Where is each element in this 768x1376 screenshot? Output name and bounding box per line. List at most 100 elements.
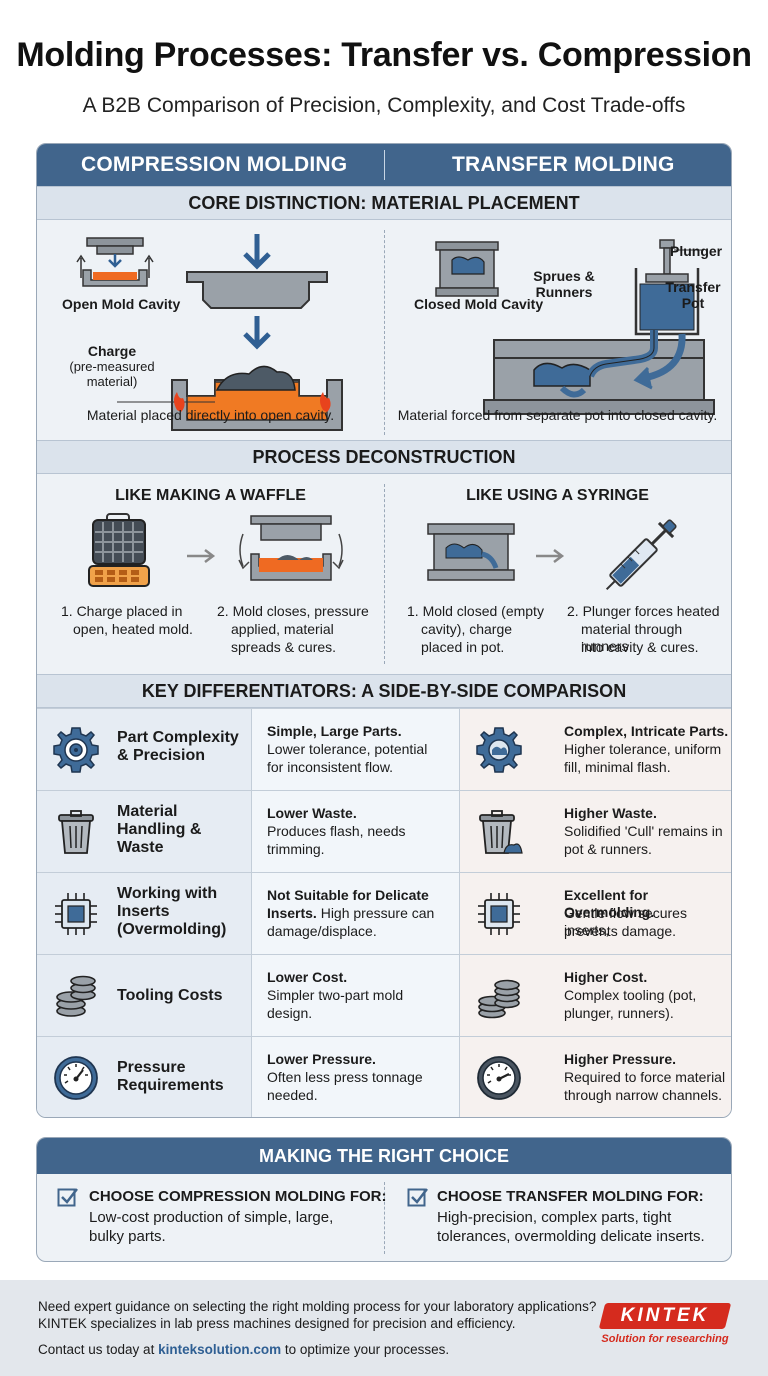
transfer-pot-label-line2: Pot xyxy=(681,295,705,311)
waffle-iron-icon xyxy=(88,513,150,587)
closed-mold-cavity-label: Closed Mold Cavity xyxy=(414,296,544,312)
checkbox-check-icon xyxy=(57,1188,78,1207)
sprues-label-line1: Sprues & xyxy=(533,268,595,284)
page-subtitle: A B2B Comparison of Precision, Complexit… xyxy=(82,94,686,117)
transfer-point-line1: Higher tolerance, uniform xyxy=(564,741,722,757)
website-link[interactable]: kinteksolution.com xyxy=(158,1342,282,1357)
row-label-line1: Material xyxy=(117,803,178,820)
syringe-illustration xyxy=(427,519,677,591)
syringe-step2-line3: into cavity & cures. xyxy=(581,639,699,655)
charge-label: Charge xyxy=(87,343,137,359)
compression-point-line2: needed. xyxy=(267,1087,318,1103)
compression-point-line2: design. xyxy=(267,1005,313,1021)
syringe-step2-line1: 2. Plunger forces heated xyxy=(567,603,720,619)
transfer-point-head: Higher Waste. xyxy=(564,805,657,821)
compression-mold-illustration xyxy=(76,234,343,431)
transfer-point-head: Complex, Intricate Parts. xyxy=(564,723,729,739)
column-label-compression: COMPRESSION MOLDING xyxy=(81,153,348,176)
transfer-point-line1: Solidified 'Cull' remains in xyxy=(564,823,723,839)
full-trash-bin-icon xyxy=(479,810,523,854)
compression-point-head: Lower Waste. xyxy=(267,805,357,821)
transfer-core-caption: Material forced from separate pot into c… xyxy=(397,407,718,423)
page-title: Molding Processes: Transfer vs. Compress… xyxy=(16,36,752,74)
transfer-point-head: Higher Cost. xyxy=(564,969,648,985)
row-label-line3: Waste xyxy=(117,839,164,856)
trash-bin-icon xyxy=(58,810,94,854)
contact-prefix: Contact us today at xyxy=(38,1342,159,1357)
compression-choice-head: CHOOSE COMPRESSION MOLDING FOR: xyxy=(89,1188,387,1205)
waffle-step1-line1: 1. Charge placed in xyxy=(61,603,183,619)
compression-point-head: Lower Pressure. xyxy=(267,1051,376,1067)
logo-tagline: Solution for researching xyxy=(601,1333,729,1345)
compression-point-line1: Simpler two-part mold xyxy=(267,987,404,1003)
compression-core-caption: Material placed directly into open cavit… xyxy=(86,407,335,423)
column-label-transfer: TRANSFER MOLDING xyxy=(452,153,675,176)
row-label-line3: (Overmolding) xyxy=(117,921,227,938)
syringe-icon xyxy=(605,519,677,591)
column-header: COMPRESSION MOLDING TRANSFER MOLDING xyxy=(37,144,731,186)
compression-point-head-cont: Inserts. xyxy=(267,905,317,921)
pressure-gauge-icon xyxy=(54,1056,98,1100)
process-section-title: PROCESS DECONSTRUCTION xyxy=(37,440,731,474)
coin-stack-icon xyxy=(478,979,520,1019)
transfer-point-line2: fill, minimal flash. xyxy=(564,759,671,775)
transfer-mold-illustration xyxy=(435,239,715,415)
core-section-title: CORE DISTINCTION: MATERIAL PLACEMENT xyxy=(37,186,731,220)
pressure-gauge-icon xyxy=(477,1056,521,1100)
waffle-illustration xyxy=(88,513,344,587)
closed-mold-icon xyxy=(435,241,499,297)
transfer-choice-head: CHOOSE TRANSFER MOLDING FOR: xyxy=(437,1188,704,1205)
compression-point-line1-text: High pressure can xyxy=(320,905,435,921)
chip-icon xyxy=(55,893,97,935)
transfer-point-head: Higher Pressure. xyxy=(564,1051,677,1067)
compression-point-line1: Often less press tonnage xyxy=(267,1069,423,1085)
row-label-line1: Part Complexity xyxy=(117,729,239,746)
choice-title: MAKING THE RIGHT CHOICE xyxy=(37,1138,731,1174)
open-mold-icon xyxy=(76,237,154,287)
row-label-line1: Pressure xyxy=(117,1059,186,1076)
compression-point-line2: for inconsistent flow. xyxy=(267,759,394,775)
transfer-point-line2: prevents damage. xyxy=(564,923,677,939)
chip-icon xyxy=(478,893,520,935)
transfer-choice-line1: High-precision, complex parts, tight xyxy=(437,1209,672,1226)
footer-line1: Need expert guidance on selecting the ri… xyxy=(38,1299,597,1314)
gear-icon xyxy=(476,727,522,773)
logo-text: KINTEK xyxy=(620,1305,710,1326)
compression-point-line1: Inserts. High pressure can xyxy=(267,905,434,922)
compression-point-line1: Produces flash, needs xyxy=(267,823,406,839)
compression-point-head: Not Suitable for Delicate xyxy=(267,887,429,903)
transfer-point-line1: Gentle flow secures inserts, xyxy=(564,905,687,938)
waffle-step1-line2: open, heated mold. xyxy=(73,621,193,637)
syringe-step2-line2: material through runners xyxy=(581,621,683,654)
waffle-step2-line3: spreads & cures. xyxy=(231,639,337,655)
plunger-label: Plunger xyxy=(670,243,723,259)
diff-row-inserts: Working with Inserts (Overmolding) Not S… xyxy=(37,872,731,954)
syringe-step1-line2: cavity), charge xyxy=(421,621,513,637)
row-label-line2: Requirements xyxy=(117,1077,224,1094)
row-label-line1: Tooling Costs xyxy=(117,987,223,1004)
diff-row-pressure: Pressure Requirements Lower Pressure. Of… xyxy=(37,1036,731,1117)
row-label-line2: Handling & xyxy=(117,821,202,838)
transfer-point-head: Excellent for Overmolding. xyxy=(564,887,655,920)
diff-row-complexity: Part Complexity & Precision Simple, Larg… xyxy=(37,708,731,790)
transfer-choice-line2: tolerances, overmolding delicate inserts… xyxy=(437,1228,705,1245)
gear-target-icon xyxy=(53,727,99,773)
transfer-point-line1: Required to force material xyxy=(564,1069,726,1085)
kintek-logo: KINTEK Solution for researching xyxy=(580,1303,732,1351)
waffle-step2-line2: applied, material xyxy=(231,621,334,637)
footer-contact: Contact us today at kinteksolution.com t… xyxy=(38,1341,449,1358)
transfer-pot-label-line1: Transfer xyxy=(665,279,721,295)
row-label-line2: & Precision xyxy=(117,747,206,764)
coin-stack-icon xyxy=(56,975,96,1017)
waffle-step2-line1: 2. Mold closes, pressure xyxy=(217,603,369,619)
comparison-panel: COMPRESSION MOLDING TRANSFER MOLDING COR… xyxy=(36,143,732,1118)
row-label-line2: Inserts xyxy=(117,903,170,920)
diff-row-waste: Material Handling & Waste Lower Waste. P… xyxy=(37,790,731,872)
compression-point-head: Lower Cost. xyxy=(267,969,348,985)
transfer-point-line2: through narrow channels. xyxy=(564,1087,722,1103)
differentiators-section-title: KEY DIFFERENTIATORS: A SIDE-BY-SIDE COMP… xyxy=(37,674,731,708)
syringe-step1-line1: 1. Mold closed (empty xyxy=(407,603,544,619)
compression-point-line2: trimming. xyxy=(267,841,325,857)
footer-line2: KINTEK specializes in lab press machines… xyxy=(38,1316,516,1331)
contact-suffix: to optimize your processes. xyxy=(281,1342,450,1357)
